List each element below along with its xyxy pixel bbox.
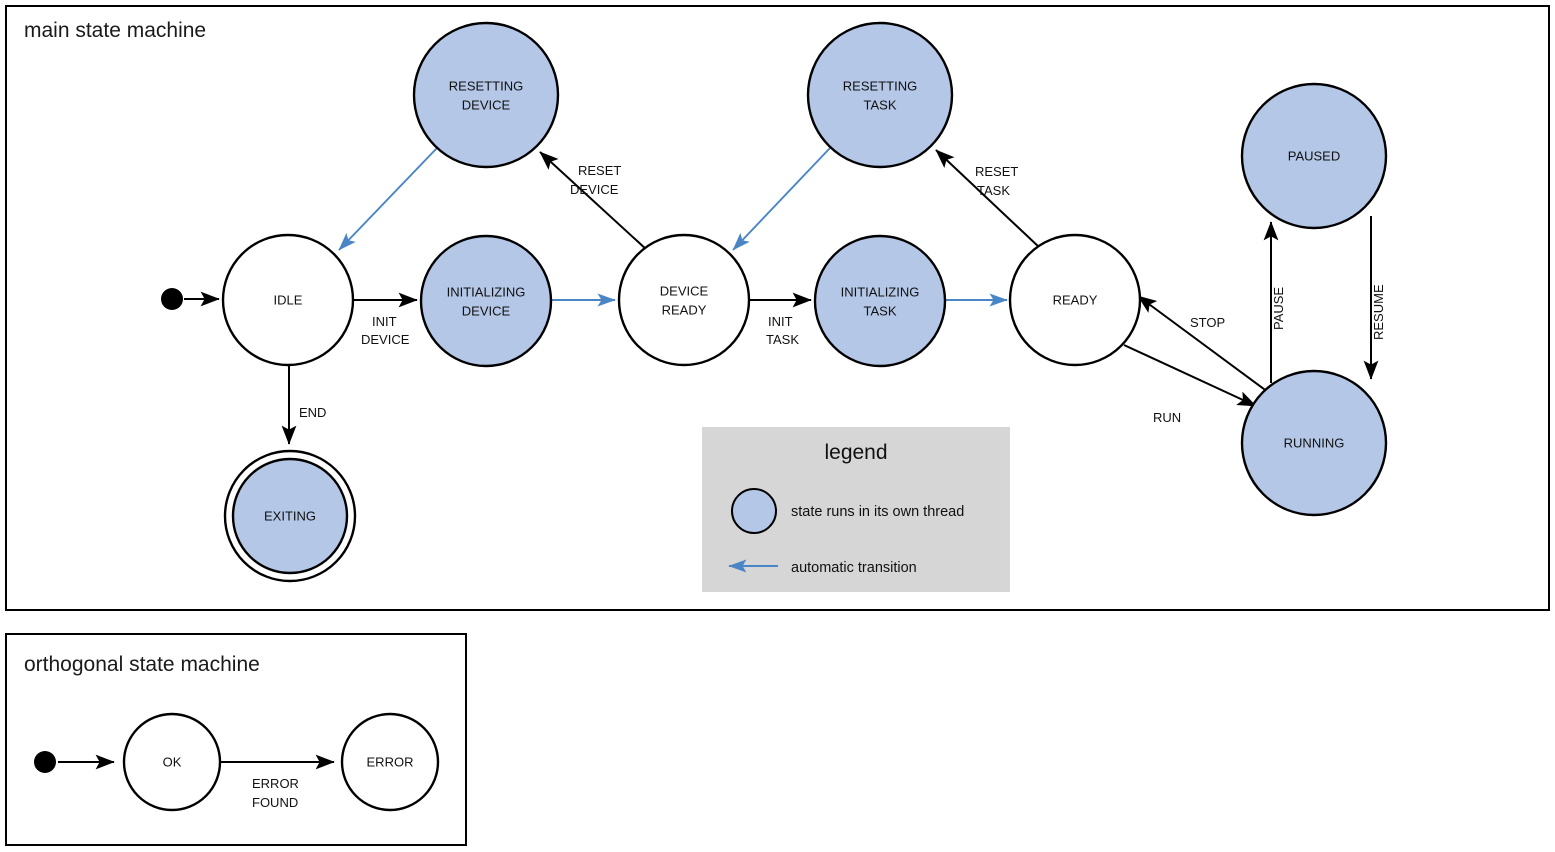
state-node-ready[interactable]: READY: [1008, 233, 1142, 367]
legend-title: legend: [824, 441, 887, 464]
state-label-error: ERROR: [367, 754, 414, 769]
transition-resetting-task-device-ready[interactable]: [732, 147, 831, 251]
state-label-resetting-task-line-1: RESETTING: [843, 78, 917, 93]
state-circle-initializing-task[interactable]: [813, 234, 947, 368]
orthogonal-transitions: ERROR FOUND: [58, 754, 335, 810]
state-node-error[interactable]: ERROR: [340, 712, 440, 812]
orthogonal-frame-title: orthogonal state machine: [24, 653, 260, 676]
state-node-resetting-task[interactable]: RESETTING TASK: [806, 21, 954, 169]
state-label-initializing-task-line-1: INITIALIZING: [841, 284, 920, 299]
transition-ok-error[interactable]: ERROR FOUND: [220, 754, 335, 810]
state-label-resetting-task-line-2: TASK: [864, 97, 897, 112]
state-label-resetting-device-line-1: RESETTING: [449, 78, 523, 93]
transition-label: RESUME: [1371, 284, 1386, 340]
state-circle-initializing-device[interactable]: [419, 234, 553, 368]
orthogonal-states: OK ERROR: [34, 712, 440, 812]
transition-label-line-2: FOUND: [252, 795, 298, 810]
initial-state-marker: [34, 751, 56, 773]
transition-label-line-2: TASK: [977, 183, 1010, 198]
transition-idle-end[interactable]: END: [281, 365, 326, 445]
state-circle-running[interactable]: [1240, 369, 1388, 517]
transition-label-line-1: ERROR: [252, 776, 299, 791]
main-states: IDLE RESETTING DEVICE INITIALIZING DEVIC…: [161, 21, 1388, 583]
state-label-idle: IDLE: [274, 292, 303, 307]
initial-state-marker: [161, 288, 183, 310]
transition-label: END: [299, 405, 326, 420]
state-label-resetting-device-line-2: DEVICE: [462, 97, 511, 112]
state-circle-idle[interactable]: [221, 233, 355, 367]
state-circle-exiting[interactable]: [231, 457, 349, 575]
transition-label-line-2: TASK: [766, 332, 799, 347]
transition-idle-init-device[interactable]: INIT DEVICE: [353, 292, 418, 347]
state-circle-device-ready[interactable]: [617, 233, 751, 367]
legend-entry-threaded-state: state runs in its own thread: [731, 488, 964, 534]
legend: legend state runs in its own thread auto…: [702, 427, 1010, 592]
transition-label-line-2: DEVICE: [361, 332, 410, 347]
state-node-device-ready[interactable]: DEVICE READY: [617, 233, 751, 367]
state-circle-resetting-task[interactable]: [806, 21, 954, 169]
state-label-initializing-task-line-2: TASK: [864, 303, 897, 318]
state-node-ok[interactable]: OK: [122, 712, 222, 812]
state-circle-paused[interactable]: [1240, 82, 1388, 230]
state-label-device-ready-line-2: READY: [662, 302, 707, 317]
state-label-ok: OK: [163, 754, 182, 769]
transition-running-pause[interactable]: PAUSE: [1263, 221, 1286, 383]
state-node-idle[interactable]: IDLE: [221, 233, 355, 367]
transition-device-ready-reset-device[interactable]: RESET DEVICE: [539, 151, 648, 251]
transition-label: RUN: [1153, 410, 1181, 425]
state-label-exiting: EXITING: [264, 508, 316, 523]
transition-ready-run[interactable]: RUN: [1123, 344, 1257, 425]
state-node-initializing-device[interactable]: INITIALIZING DEVICE: [419, 234, 553, 368]
transition-label-line-2: DEVICE: [570, 182, 619, 197]
state-label-device-ready-line-1: DEVICE: [660, 283, 709, 298]
legend-entry-text: automatic transition: [791, 560, 917, 576]
state-circle-ready[interactable]: [1008, 233, 1142, 367]
state-label-ready: READY: [1053, 292, 1098, 307]
state-node-paused[interactable]: PAUSED: [1240, 82, 1388, 230]
transition-label-line-1: INIT: [768, 314, 793, 329]
orthogonal-state-machine-frame: orthogonal state machine ERROR FOUND OK …: [5, 633, 467, 846]
transition-label: PAUSE: [1271, 287, 1286, 330]
transition-label-line-1: INIT: [372, 314, 397, 329]
state-node-initializing-task[interactable]: INITIALIZING TASK: [813, 234, 947, 368]
state-circle-ok[interactable]: [122, 712, 222, 812]
transition-label-line-1: RESET: [975, 164, 1018, 179]
transition-ready-reset-task[interactable]: RESET TASK: [935, 149, 1041, 249]
state-circle-error[interactable]: [340, 712, 440, 812]
main-state-machine-frame: main state machine INIT DEVICE RESET DEV: [5, 5, 1550, 611]
transition-device-ready-init-task[interactable]: INIT TASK: [749, 292, 812, 347]
legend-entry-text: state runs in its own thread: [791, 504, 964, 520]
state-node-exiting[interactable]: EXITING: [223, 449, 357, 583]
transition-label: STOP: [1190, 315, 1225, 330]
transition-running-stop[interactable]: STOP: [1137, 295, 1273, 396]
state-label-initializing-device-line-1: INITIALIZING: [447, 284, 526, 299]
state-label-initializing-device-line-2: DEVICE: [462, 303, 511, 318]
state-circle-resetting-device[interactable]: [412, 21, 560, 169]
main-transitions: INIT DEVICE RESET DEVICE INIT TASK: [184, 147, 1386, 445]
state-node-resetting-device[interactable]: RESETTING DEVICE: [412, 21, 560, 169]
transition-label-line-1: RESET: [578, 163, 621, 178]
state-label-paused: PAUSED: [1288, 148, 1341, 163]
legend-blue-circle-icon: [731, 488, 777, 534]
transition-paused-resume[interactable]: RESUME: [1363, 216, 1386, 380]
state-node-running[interactable]: RUNNING: [1240, 369, 1388, 517]
transition-resetting-device-idle[interactable]: [338, 147, 438, 251]
legend-entry-auto-transition: automatic transition: [728, 559, 917, 576]
state-label-running: RUNNING: [1284, 435, 1345, 450]
main-frame-title: main state machine: [24, 19, 206, 42]
